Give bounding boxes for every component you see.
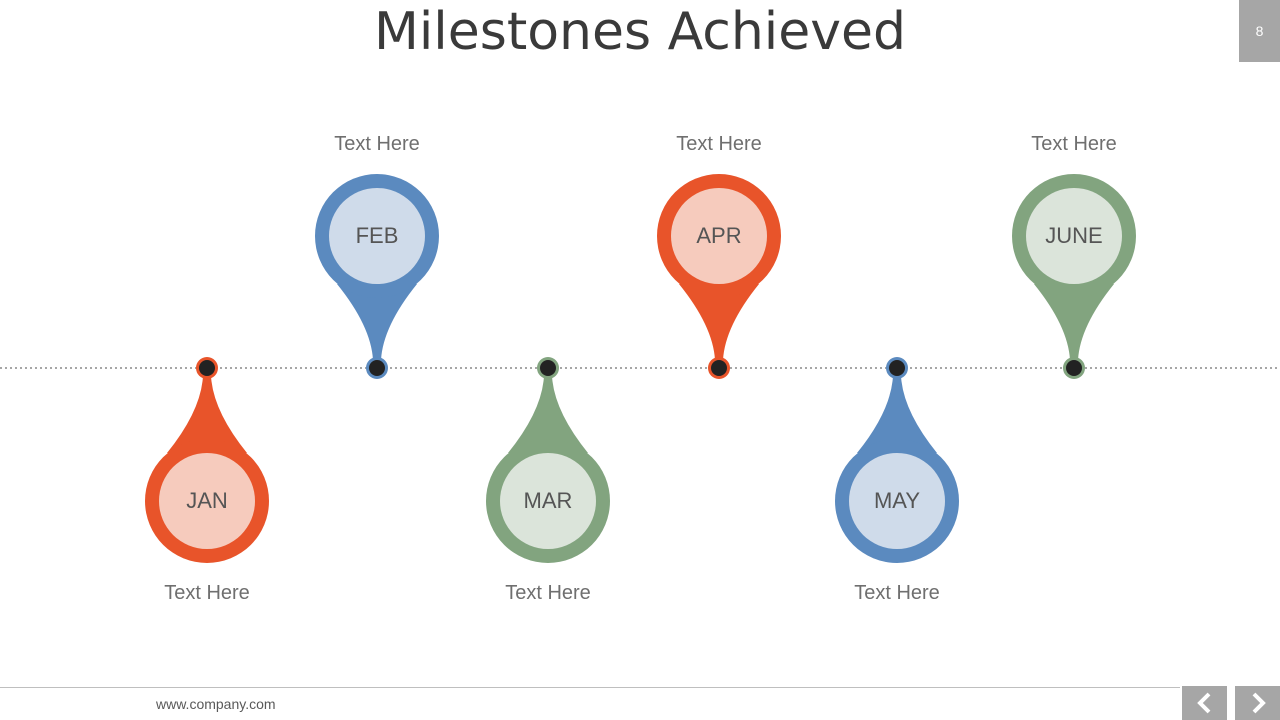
pin-inner-circle xyxy=(1026,188,1122,284)
timeline-dot xyxy=(540,360,556,376)
pin-stem xyxy=(337,284,417,360)
pin-inner-circle xyxy=(671,188,767,284)
milestone-pin-apr xyxy=(657,174,781,379)
pin-stem xyxy=(679,284,759,360)
pin-stem xyxy=(508,376,588,453)
milestone-text-feb: Text Here xyxy=(334,133,420,155)
milestone-text-may: Text Here xyxy=(854,582,940,604)
milestone-pin-mar xyxy=(486,357,610,563)
milestone-text-mar: Text Here xyxy=(505,582,591,604)
month-label-may: MAY xyxy=(873,488,921,513)
month-label-jan: JAN xyxy=(186,488,228,513)
month-label-mar: MAR xyxy=(523,488,573,513)
pin-stem xyxy=(857,376,937,453)
page-number-badge: 8 xyxy=(1239,0,1280,62)
pin-stem xyxy=(1034,284,1114,360)
milestone-pin-jan xyxy=(145,357,269,563)
milestone-pin-june xyxy=(1012,174,1136,379)
pin-inner-circle xyxy=(159,453,255,549)
pin-inner-circle xyxy=(849,453,945,549)
prev-slide-button[interactable] xyxy=(1182,686,1227,720)
milestone-text-apr: Text Here xyxy=(676,133,762,155)
milestone-text-jan: Text Here xyxy=(164,582,250,604)
footer-url: www.company.com xyxy=(156,696,276,712)
month-label-apr: APR xyxy=(696,223,742,248)
slide-title: Milestones Achieved xyxy=(373,2,907,62)
timeline-dot xyxy=(711,360,727,376)
milestone-pin-feb xyxy=(315,174,439,379)
chevron-left-icon xyxy=(1196,692,1210,714)
milestone-pins xyxy=(145,174,1136,563)
timeline-dot xyxy=(199,360,215,376)
timeline-dot xyxy=(889,360,905,376)
milestone-text-june: Text Here xyxy=(1031,133,1117,155)
pin-inner-circle xyxy=(329,188,425,284)
timeline-dot xyxy=(1066,360,1082,376)
footer-divider xyxy=(0,687,1180,688)
month-label-june: JUNE xyxy=(1045,223,1103,248)
next-slide-button[interactable] xyxy=(1235,686,1280,720)
pin-stem xyxy=(167,376,247,453)
timeline-dot xyxy=(369,360,385,376)
chevron-right-icon xyxy=(1252,692,1266,714)
month-label-feb: FEB xyxy=(355,223,399,248)
milestone-pin-may xyxy=(835,357,959,563)
pin-inner-circle xyxy=(500,453,596,549)
